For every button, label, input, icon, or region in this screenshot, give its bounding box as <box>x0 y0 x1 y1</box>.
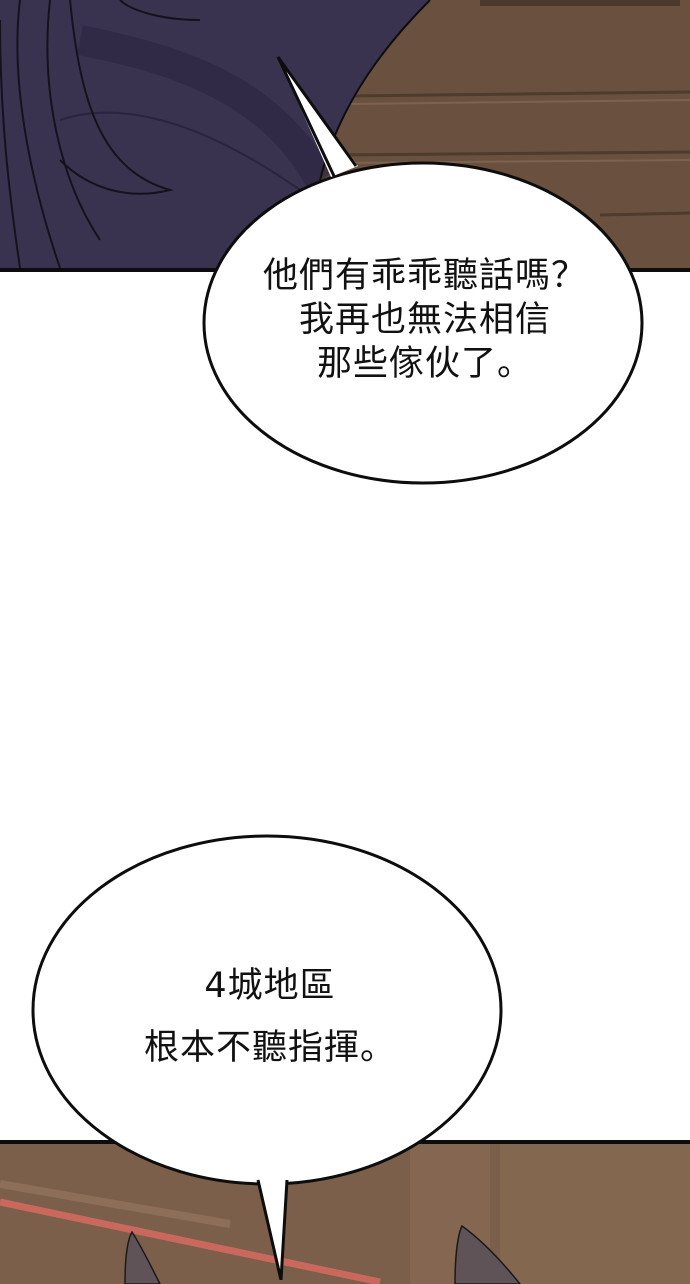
bubble-1-text: 他們有乖乖聽話嗎？ 我再也無法相信 那些傢伙了。 <box>225 254 625 386</box>
bottom-panel-art <box>0 1144 690 1284</box>
bubble-1-line-2: 我再也無法相信 <box>298 300 551 340</box>
bubble-2-text: 4城地區 根本不聽指揮。 <box>60 955 480 1079</box>
bubble-2-line-2: 根本不聽指揮。 <box>143 1028 396 1068</box>
bubble-1-line-3: 那些傢伙了。 <box>316 344 533 384</box>
top-panel <box>0 0 690 272</box>
bottom-panel <box>0 1140 690 1284</box>
top-panel-art <box>0 0 690 268</box>
bubble-2-line-1: 4城地區 <box>204 966 336 1006</box>
bubble-1-line-1: 他們有乖乖聽話嗎？ <box>262 256 587 296</box>
